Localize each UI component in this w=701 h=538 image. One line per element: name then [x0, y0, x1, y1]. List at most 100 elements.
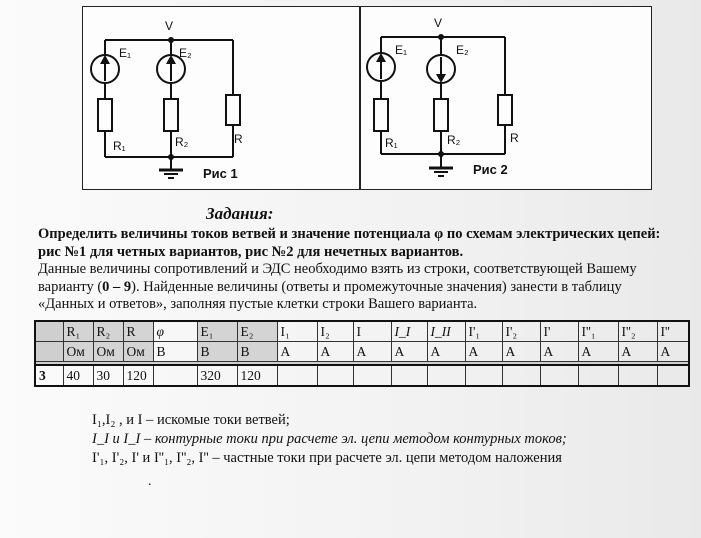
value-r1: 40: [62, 364, 94, 387]
note-loop-currents: I_I и I_I – контурные токи при расчете э…: [92, 431, 567, 447]
r1-label: R₁: [385, 136, 398, 150]
node-bottom-dot: [168, 154, 174, 160]
source-e2: [156, 54, 186, 84]
unit-cell: В: [152, 341, 198, 362]
unit-cell: А: [501, 341, 541, 362]
answer-loop-i1[interactable]: [390, 364, 428, 387]
ground-icon: [429, 166, 453, 177]
note-branch-currents: I₁,I₂ , и I – искомые токи ветвей;: [92, 412, 290, 428]
task-text: Определить величины токов ветвей и значе…: [38, 226, 678, 314]
header-i2-double-prime: I''₂: [617, 320, 658, 342]
resistor-r2: [163, 98, 179, 132]
header-i1: I₁: [276, 320, 318, 342]
circuit-figure-2: V E₁ E₂ R₁ R₂ R Рис 2: [360, 6, 652, 190]
value-e1: 320: [196, 364, 238, 387]
unit-cell: Ом: [92, 341, 124, 362]
table-units-row: Ом Ом Ом В В В А А А А А А А А А А А: [34, 341, 690, 362]
figure-2-caption: Рис 2: [473, 162, 508, 177]
unit-cell: А: [656, 341, 690, 362]
r2-label: R₂: [447, 133, 461, 147]
answer-i1-prime[interactable]: [464, 364, 503, 387]
header-e2: E₂: [236, 320, 278, 342]
source-e1: [90, 54, 120, 84]
node-v-dot: [438, 34, 444, 40]
node-v-label: V: [165, 19, 173, 33]
unit-cell: Ом: [122, 341, 154, 362]
circuit-diagram-1: V E₁ E₂ R₁ R₂ R Рис 1: [90, 19, 243, 181]
value-r2: 30: [92, 364, 124, 387]
r1-label: R₁: [113, 139, 126, 153]
node-v-label: V: [434, 16, 442, 30]
header-phi: φ: [152, 320, 198, 342]
answer-i[interactable]: [352, 364, 392, 387]
e1-label: E₁: [395, 43, 407, 57]
value-r: 120: [122, 364, 154, 387]
variant-range: 0 – 9: [102, 278, 132, 295]
header-i1-prime: I'₁: [464, 320, 503, 342]
header-r2: R₂: [92, 320, 124, 342]
resistor-r: [497, 94, 513, 126]
r-label: R: [234, 132, 243, 146]
answer-i-prime[interactable]: [539, 364, 579, 387]
node-bottom-dot: [438, 151, 444, 157]
header-loop-i1: I_I: [390, 320, 428, 342]
task-instructions: Данные величины сопротивлений и ЭДС необ…: [38, 261, 637, 295]
unit-cell: А: [426, 341, 466, 362]
header-i: I: [352, 320, 392, 342]
r-label: R: [510, 131, 519, 145]
unit-cell: В: [196, 341, 238, 362]
header-i2: I₂: [316, 320, 354, 342]
answer-i2[interactable]: [316, 364, 354, 387]
header-i-prime: I': [539, 320, 579, 342]
stray-dot: .: [148, 474, 152, 489]
resistor-r1: [97, 98, 113, 132]
resistor-r2: [433, 98, 449, 132]
notes-block: I₁,I₂ , и I – искомые токи ветвей; I_I и…: [92, 411, 682, 468]
tasks-heading: Задания:: [206, 204, 274, 223]
resistor-r1: [373, 98, 389, 132]
unit-cell: А: [352, 341, 392, 362]
value-e2: 120: [236, 364, 278, 387]
data-answers-table: R₁ R₂ R φ E₁ E₂ I₁ I₂ I I_I I_II I'₁ I'₂…: [34, 320, 690, 387]
e2-label: E₂: [179, 46, 192, 60]
header-i2-prime: I'₂: [501, 320, 541, 342]
table-header-row: R₁ R₂ R φ E₁ E₂ I₁ I₂ I I_I I_II I'₁ I'₂…: [34, 320, 690, 342]
circuit-diagram-2: V E₁ E₂ R₁ R₂ R Рис 2: [366, 16, 519, 177]
task-instructions-end: ). Найденные величины (ответы и промежут…: [38, 278, 622, 313]
header-i-double-prime: I'': [656, 320, 690, 342]
resistor-r: [225, 94, 241, 126]
answer-loop-i2[interactable]: [426, 364, 466, 387]
answer-i1[interactable]: [276, 364, 318, 387]
source-e1: [366, 52, 396, 82]
e2-label: E₂: [456, 43, 469, 57]
circuit-figure-1: V E₁ E₂ R₁ R₂ R Рис 1: [82, 6, 360, 190]
table-row-variant-3: 3 40 30 120 320 120: [34, 364, 690, 387]
header-r1: R₁: [62, 320, 94, 342]
r2-label: R₂: [175, 135, 189, 149]
note-superposition-currents: I'₁, I'₂, I' и I''₁, I''₂, I'' – частные…: [92, 450, 562, 466]
variant-number: 3: [34, 364, 64, 387]
header-e1: E₁: [196, 320, 238, 342]
answer-i2-double-prime[interactable]: [617, 364, 658, 387]
figure-1-caption: Рис 1: [203, 166, 238, 181]
answer-i-double-prime[interactable]: [656, 364, 690, 387]
node-v-dot: [168, 37, 174, 43]
answer-i2-prime[interactable]: [501, 364, 541, 387]
unit-cell: А: [617, 341, 658, 362]
header-r: R: [122, 320, 154, 342]
units-corner-cell: [34, 341, 64, 362]
value-phi[interactable]: [152, 364, 198, 387]
unit-cell: А: [316, 341, 354, 362]
unit-cell: А: [464, 341, 503, 362]
unit-cell: А: [276, 341, 318, 362]
unit-cell: А: [390, 341, 428, 362]
unit-cell: А: [577, 341, 619, 362]
unit-cell: В: [236, 341, 278, 362]
source-e2: [426, 54, 456, 84]
answer-i1-double-prime[interactable]: [577, 364, 619, 387]
ground-icon: [159, 168, 183, 179]
header-loop-i2: I_II: [426, 320, 466, 342]
task-main-statement: Определить величины токов ветвей и значе…: [38, 226, 661, 260]
header-i1-double-prime: I''₁: [577, 320, 619, 342]
unit-cell: Ом: [62, 341, 94, 362]
